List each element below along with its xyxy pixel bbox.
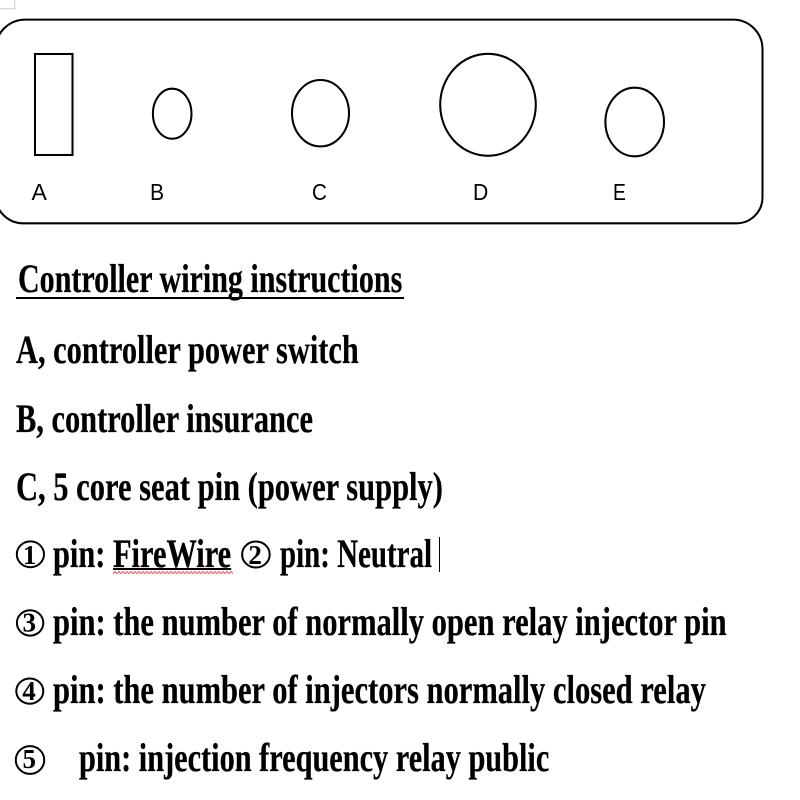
- svg-text:5: 5: [22, 744, 36, 774]
- svg-text:2: 2: [248, 540, 262, 570]
- svg-text:4: 4: [22, 676, 36, 706]
- svg-text:1: 1: [23, 540, 37, 570]
- svg-text:3: 3: [23, 608, 37, 638]
